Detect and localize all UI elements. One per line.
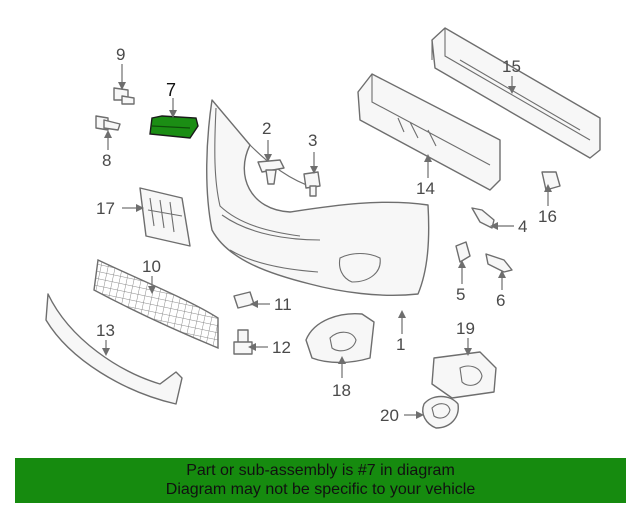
parts-diagram: 9 7 8 2 3 17 10 13 11 12 14 15 16 4 5 6 … xyxy=(45,27,601,429)
license-plate-bracket-part[interactable] xyxy=(139,187,191,247)
clip-part-11[interactable] xyxy=(233,291,255,309)
callout-13: 13 xyxy=(96,321,115,340)
bolt-part-9[interactable] xyxy=(113,87,135,105)
callout-17: 17 xyxy=(96,199,115,218)
bolt-part-3[interactable] xyxy=(303,171,321,197)
callout-12: 12 xyxy=(272,338,291,357)
callout-6: 6 xyxy=(496,291,505,310)
banner-line-part: Part or sub-assembly is #7 in diagram xyxy=(186,462,455,479)
callout-1: 1 xyxy=(396,335,405,354)
callout-5: 5 xyxy=(456,285,465,304)
callout-2: 2 xyxy=(262,119,271,138)
parking-sensor-part[interactable] xyxy=(431,351,497,399)
callout-11: 11 xyxy=(274,295,292,314)
bumper-cover-part[interactable] xyxy=(206,99,430,296)
banner-line-disclaimer: Diagram may not be specific to your vehi… xyxy=(165,481,476,498)
reinforcement-beam-part[interactable] xyxy=(431,27,601,159)
callout-14: 14 xyxy=(416,179,435,198)
callout-8: 8 xyxy=(102,151,111,170)
grille-molding-part[interactable] xyxy=(45,293,183,405)
sensor-retainer-part[interactable] xyxy=(422,395,459,429)
leader-lines xyxy=(102,64,552,419)
clip-part-5[interactable] xyxy=(455,241,471,263)
callout-3: 3 xyxy=(308,131,317,150)
callout-19: 19 xyxy=(456,319,475,338)
callout-20: 20 xyxy=(380,406,399,425)
callout-9: 9 xyxy=(116,45,125,64)
callout-4: 4 xyxy=(518,217,527,236)
fog-lamp-bezel-part[interactable] xyxy=(305,313,375,364)
energy-absorber-part[interactable] xyxy=(357,73,501,191)
clip-part-2[interactable] xyxy=(257,159,285,185)
callout-16: 16 xyxy=(538,207,557,226)
callout-10: 10 xyxy=(142,257,161,276)
bolt-part-6[interactable] xyxy=(485,253,513,273)
lower-grille-part[interactable] xyxy=(93,258,219,350)
bolt-part-4[interactable] xyxy=(471,207,495,229)
bolt-part-8[interactable] xyxy=(95,115,121,131)
callout-7: 7 xyxy=(166,80,176,100)
bolt-part-16[interactable] xyxy=(541,171,561,191)
callout-18: 18 xyxy=(332,381,351,400)
callout-15: 15 xyxy=(502,57,521,76)
bumper-bracket-part-7[interactable] xyxy=(149,115,199,139)
bolt-part-12[interactable] xyxy=(233,329,253,355)
vehicle-notice-banner: Part or sub-assembly is #7 in diagram Di… xyxy=(15,458,626,503)
